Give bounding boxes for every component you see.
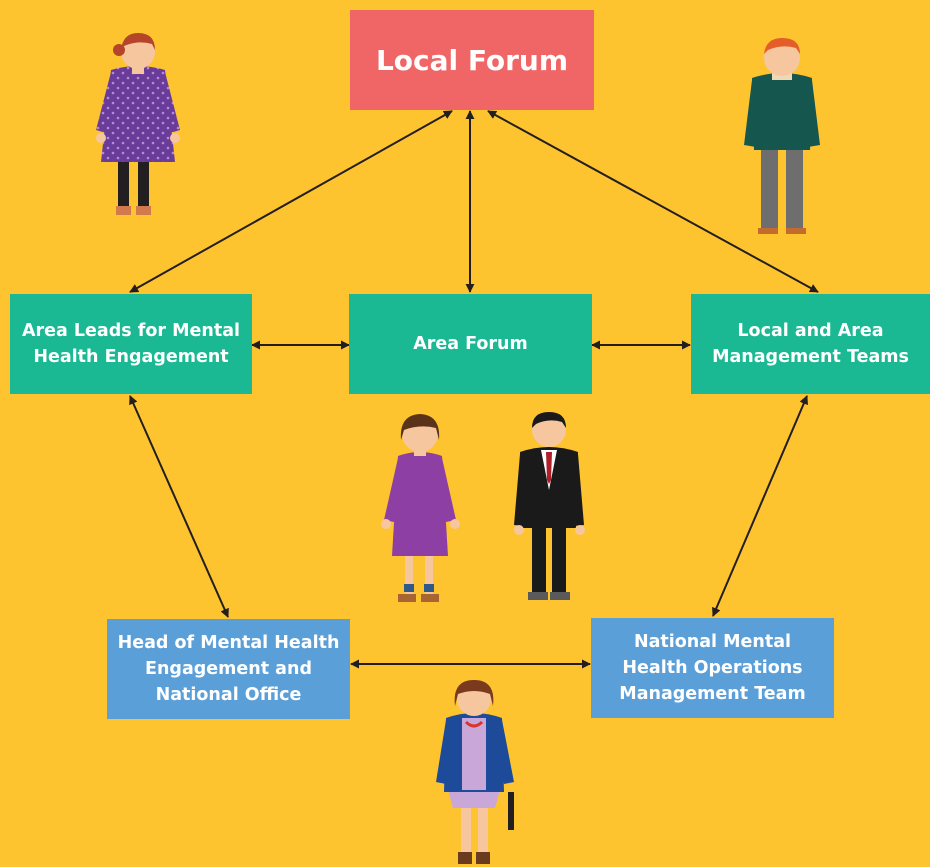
man-green-sweater-figure [744,38,820,234]
woman-purple-dress-figure [96,33,180,215]
area-leads-label: Area Leads for Mental Health Engagement [21,321,241,367]
arrow-local-area-to-national-mh [712,395,808,617]
local-forum-label: Local Forum [375,43,569,77]
national-mh-box: National Mental Health Operations Manage… [591,618,834,718]
local-area-label: Local and Area Management Teams [712,321,909,367]
local-forum-box: Local Forum [350,10,594,110]
arrow-local-to-area-leads [129,110,453,293]
arrow-area-leads-to-head-mh [129,395,229,618]
woman-purple-dress-center-figure [381,414,460,602]
arrow-local-to-local-area [487,110,819,293]
area-leads-box: Area Leads for Mental Health Engagement [10,294,252,394]
area-forum-box: Area Forum [349,294,592,394]
local-area-box: Local and Area Management Teams [691,294,930,394]
area-forum-label: Area Forum [413,334,528,354]
man-black-suit-figure [514,412,585,600]
national-mh-label: National Mental Health Operations Manage… [619,632,806,704]
head-mh-box: Head of Mental Health Engagement and Nat… [107,619,350,719]
connectors [129,110,819,669]
woman-blue-jacket-figure [436,680,514,864]
head-mh-label: Head of Mental Health Engagement and Nat… [117,633,340,705]
